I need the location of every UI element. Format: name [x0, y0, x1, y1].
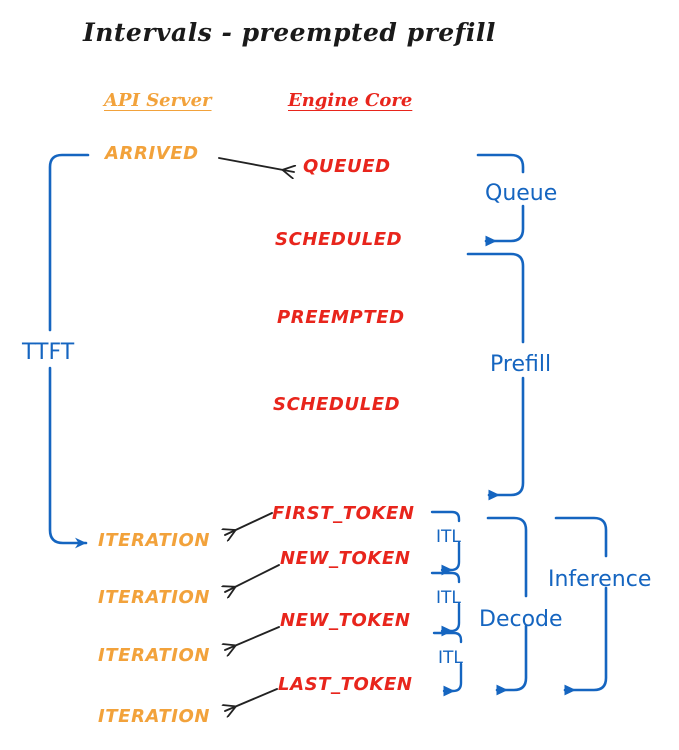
state-arrived: ARRIVED	[105, 143, 199, 164]
state-iteration-4: ITERATION	[98, 706, 211, 727]
state-preempted: PREEMPTED	[277, 307, 405, 328]
metric-label-itl-3: ITL	[438, 648, 463, 668]
metric-label-decode: Decode	[479, 607, 563, 632]
state-queued: QUEUED	[303, 156, 391, 177]
queue-bracket	[476, 153, 525, 247]
prefill-bracket	[466, 252, 525, 501]
column-header-engine-core: Engine Core	[288, 90, 413, 111]
state-scheduled-1: SCHEDULED	[275, 229, 403, 250]
metric-label-prefill: Prefill	[490, 352, 552, 377]
inference-bracket	[554, 516, 608, 696]
state-scheduled-2: SCHEDULED	[273, 394, 401, 415]
itl-bracket-1	[430, 510, 461, 576]
state-new-token-1: NEW_TOKEN	[280, 548, 411, 569]
state-iteration-1: ITERATION	[98, 530, 211, 551]
metric-label-itl-2: ITL	[436, 588, 461, 608]
column-header-api-server: API Server	[104, 90, 212, 111]
page-title: Intervals - preempted prefill	[83, 18, 496, 47]
metric-label-queue: Queue	[485, 181, 558, 206]
state-iteration-2: ITERATION	[98, 587, 211, 608]
metric-label-inference: Inference	[548, 567, 652, 592]
metric-label-ttft: TTFT	[22, 340, 75, 365]
itl-bracket-2	[430, 571, 461, 637]
decode-bracket	[486, 516, 528, 696]
state-new-token-2: NEW_TOKEN	[280, 610, 411, 631]
itl-bracket-3	[432, 631, 463, 697]
ttft-bracket	[48, 153, 90, 549]
state-last-token: LAST_TOKEN	[278, 674, 413, 695]
state-first-token: FIRST_TOKEN	[272, 503, 415, 524]
transition-arrows	[218, 157, 294, 711]
state-iteration-3: ITERATION	[98, 645, 211, 666]
metric-label-itl-1: ITL	[436, 527, 461, 547]
